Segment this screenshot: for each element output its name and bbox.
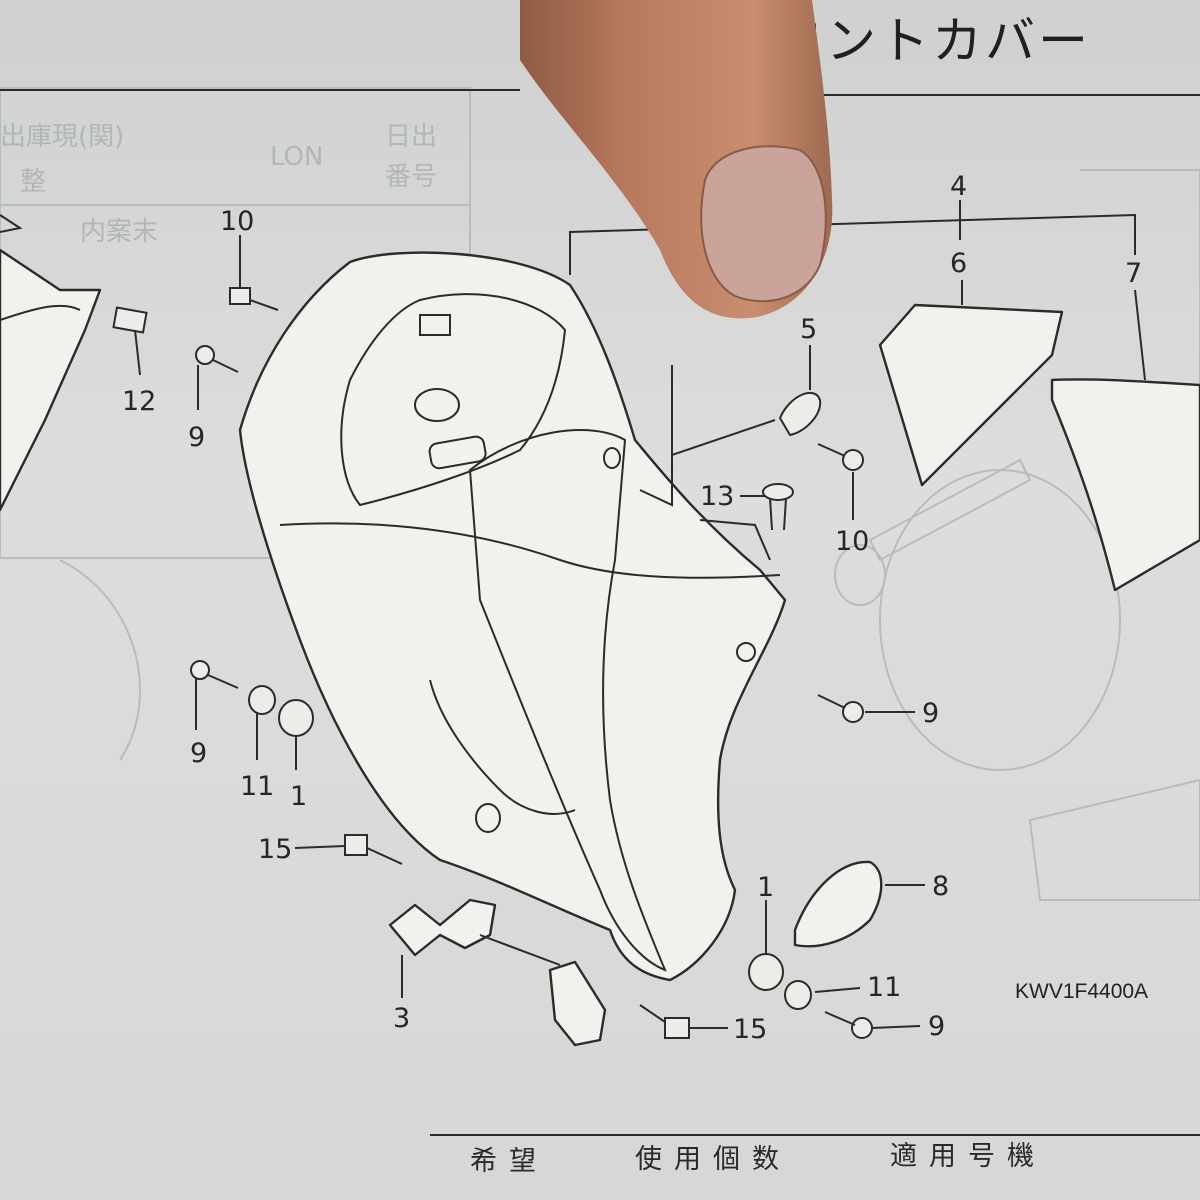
hardware: [112, 287, 873, 1039]
nut-clip-5: [778, 391, 822, 437]
front-cover-lower-lip: [429, 679, 576, 815]
bracket-plate: [388, 898, 497, 957]
callout-3: 3: [393, 1003, 410, 1034]
bolt-10-upper-left: [229, 287, 279, 311]
front-cover-lock-hole: [414, 388, 460, 422]
callout-13: 13: [700, 481, 734, 512]
column-label-desired: 希望: [470, 1146, 548, 1177]
callout-4: 4: [950, 171, 967, 202]
ghost-frame-right: [1080, 169, 1200, 420]
column-label-quantity: 使用個数: [635, 1144, 791, 1175]
screw-10-right: [817, 443, 864, 471]
ghost-text-kanji-5: 番号: [385, 162, 437, 192]
callout-15-lower: 15: [733, 1014, 767, 1045]
callout-9-lower-left: 9: [190, 738, 207, 769]
callout-1-right: 1: [757, 872, 774, 903]
ghost-text-kanji-1: 出庫現(関): [0, 122, 124, 152]
clip-13: [762, 483, 794, 531]
side-cover-left-edge: [0, 304, 81, 321]
bleed-through-background: 出庫現(関) 整 内案末 LON 日出 番号: [0, 87, 1200, 901]
pointing-finger: [520, 0, 833, 319]
ghost-text-kanji-2: 整: [20, 167, 46, 197]
callout-10-right: 10: [835, 526, 869, 557]
front-cover-pin-hole: [603, 447, 621, 469]
callout-15-upper: 15: [258, 834, 292, 865]
callout-9-lower-right: 9: [928, 1011, 945, 1042]
front-cover-center-panel: [468, 429, 667, 972]
front-cover-crease: [279, 522, 781, 579]
front-cover-inner-rim: [340, 293, 567, 507]
side-panel-part-7: [1050, 378, 1200, 592]
side-cover-left-part: [0, 248, 102, 512]
front-cover-main-part: [238, 251, 787, 982]
bracket-rod: [479, 934, 561, 966]
washer-11-left: [248, 685, 276, 715]
bracket-foot: [548, 960, 607, 1047]
bolt-15-lower: [639, 1004, 690, 1039]
screw-9-mid-right: [817, 694, 864, 723]
callout-labels: 10 12 9 9 11 1 15 3 15 1 11 9 8 9 10 13 …: [122, 171, 1142, 1045]
front-cover-clip-slot: [419, 314, 451, 336]
callout-10-upper: 10: [220, 206, 254, 237]
ghost-handle: [868, 458, 1032, 562]
front-cover-mount-hole: [475, 803, 501, 833]
side-cover-left-tip: [0, 214, 23, 233]
stay-bracket-part-3: [388, 898, 607, 1047]
callout-9-upper-left: 9: [188, 422, 205, 453]
callout-5: 5: [800, 314, 817, 345]
callout-1-left: 1: [290, 781, 307, 812]
ghost-curve-left: [59, 559, 141, 761]
ghost-hub: [834, 544, 886, 606]
callout-7: 7: [1125, 258, 1142, 289]
small-cover-part-8: [793, 860, 883, 948]
callout-8: 8: [932, 871, 949, 902]
column-label-applicable-frame: 適用号機: [890, 1141, 1046, 1172]
front-cover-body: [238, 251, 787, 982]
bolt-15-upper: [344, 834, 403, 865]
callout-9-mid-right: 9: [922, 698, 939, 729]
fingernail: [700, 145, 827, 303]
partial-side-cover-left: [0, 214, 102, 512]
washer-11-right: [784, 980, 812, 1010]
screw-9-lower-left: [190, 660, 239, 689]
callout-12: 12: [122, 386, 156, 417]
ghost-text-latin: LON: [270, 142, 323, 172]
leader-lines: [134, 200, 1146, 1029]
diagram-code: KWV1F4400A: [1015, 980, 1148, 1003]
ghost-text-kanji-3: 内案末: [80, 217, 158, 247]
clip-12: [112, 306, 148, 334]
ghost-panel: [1028, 778, 1200, 901]
front-cover-hook: [428, 435, 487, 470]
callout-11-right: 11: [867, 972, 901, 1003]
screw-9-upper-left: [195, 345, 239, 373]
ghost-text-kanji-4: 日出: [385, 122, 437, 152]
callout-11-left: 11: [240, 771, 274, 802]
screw-9-lower-right: [824, 1011, 873, 1039]
grommet-1-left: [278, 699, 314, 737]
grommet-1-right: [748, 953, 784, 991]
callout-6: 6: [950, 248, 967, 279]
front-cover-screw-hole: [736, 642, 756, 662]
side-panel-part-6: [878, 303, 1064, 487]
